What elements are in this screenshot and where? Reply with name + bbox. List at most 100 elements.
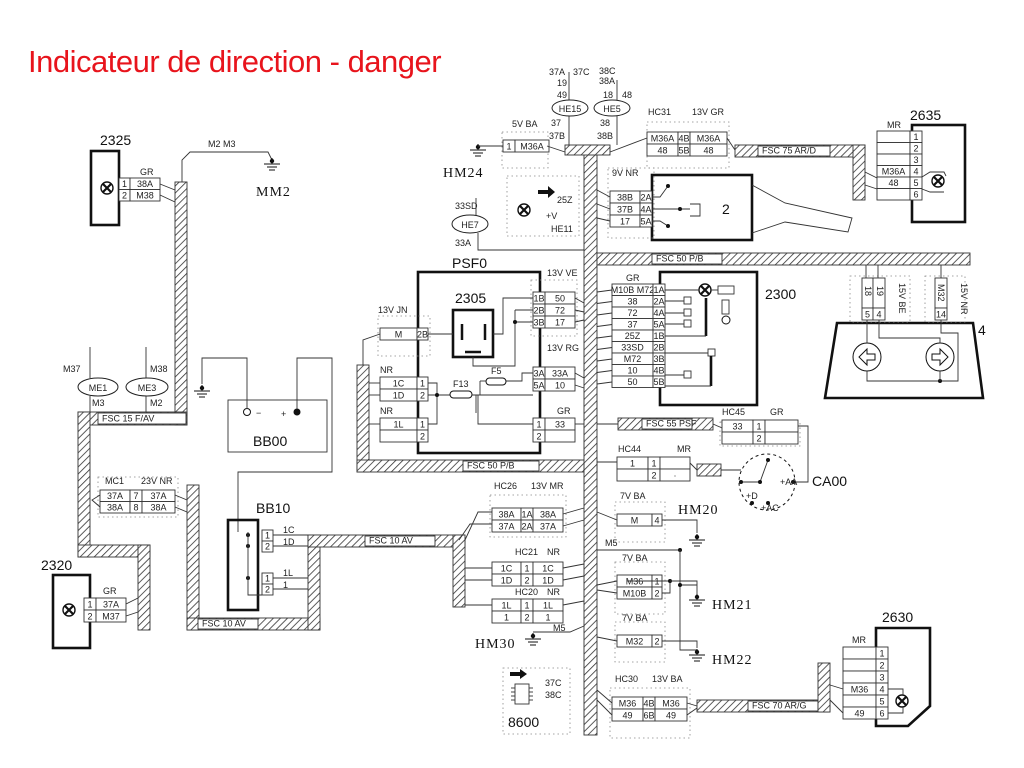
- connector-cell: 50: [627, 377, 637, 387]
- connector-cell: 1: [536, 419, 541, 429]
- connector-cell: 4B: [653, 365, 664, 375]
- connector-cell-frame: [876, 142, 911, 155]
- component-bb10-box: [226, 518, 260, 612]
- connector-color: GR: [770, 407, 784, 417]
- wire: [652, 220, 669, 227]
- wire: [174, 494, 188, 501]
- wire: [159, 194, 176, 203]
- harness-bundle: [852, 144, 866, 201]
- wire-label: 19: [557, 78, 567, 88]
- connector-cell: 25Z: [625, 331, 641, 341]
- splice-ellipse: [125, 377, 169, 397]
- connector-cell: 1L: [543, 600, 553, 610]
- harness-label: FSC 55 PSF: [646, 419, 697, 429]
- wire: [596, 589, 618, 594]
- connector-cell: 1A: [521, 509, 532, 519]
- wire: [562, 600, 585, 606]
- harness-bundle: [174, 181, 188, 426]
- lamp-icon: [895, 694, 909, 708]
- wire: [493, 297, 533, 335]
- harness-label: FSC 75 AR/D: [762, 146, 817, 156]
- connector-cell: 2: [536, 431, 541, 441]
- harness-bundle: [817, 662, 831, 713]
- connector-housing-outline: [614, 561, 666, 615]
- connector-cell: 38A: [498, 509, 514, 519]
- ground-hm21-icon: [689, 594, 705, 607]
- wire-label: 13V JN: [378, 305, 408, 315]
- wire: [574, 309, 585, 313]
- connector-housing-outline: [530, 279, 578, 337]
- wire-label: M5: [553, 623, 566, 633]
- connector-housing-outline: [646, 121, 730, 169]
- connector-cell: 14: [936, 309, 946, 319]
- arrow-icon: [510, 669, 527, 679]
- connector-cell-frame: [261, 583, 274, 596]
- connector-cell: 1: [265, 530, 270, 540]
- wire: [888, 707, 904, 714]
- fuse-f5-icon: [485, 377, 507, 386]
- connector-cell: 4: [879, 684, 884, 694]
- connector-color: GR: [140, 167, 154, 177]
- wire: [458, 523, 492, 541]
- connector-cell: 17: [620, 216, 630, 226]
- wire: [670, 580, 698, 594]
- harness-bundle: [583, 144, 598, 736]
- connector-cell: 1: [524, 600, 529, 610]
- wire-label: 33SD: [455, 201, 478, 211]
- wire-label: 13V MR: [531, 481, 564, 491]
- connector-cell: 3A: [533, 368, 544, 378]
- connector-color: NR: [380, 406, 393, 416]
- harness-label: FSC 10 AV: [369, 536, 413, 546]
- connector-cell: 33SD: [621, 342, 644, 352]
- connector-housing-outline: [849, 275, 911, 323]
- relay-contacts-icon: [460, 324, 487, 354]
- connector-cell: 50: [555, 293, 565, 303]
- connector-cell: 1D: [501, 575, 513, 585]
- wire: [464, 511, 492, 541]
- fuse-f13-label: F13: [453, 379, 469, 389]
- connector-cell: M: [395, 329, 403, 339]
- connector-cell: 1: [420, 378, 425, 388]
- connector-cell: 48: [703, 145, 713, 155]
- connector-cell: 1B: [533, 293, 544, 303]
- wire-label: 13V GR: [692, 107, 725, 117]
- harness-bundle: [186, 484, 200, 631]
- connector-cell: 2: [524, 612, 529, 622]
- battery-negative-terminal: [243, 408, 251, 416]
- wire-label: MC1: [105, 476, 124, 486]
- splice-ellipse: [593, 99, 631, 117]
- wire: [864, 184, 878, 190]
- connector-housing-outline: [607, 167, 655, 239]
- connector-cell: 2: [265, 541, 270, 551]
- ground-hm30-icon: [525, 633, 541, 646]
- wire-label: 18: [603, 90, 613, 100]
- connector-cell: 2B: [417, 329, 428, 339]
- component-2320-label: 2320: [41, 557, 72, 573]
- wire: [878, 320, 941, 343]
- wire: [596, 511, 618, 521]
- wire-label: 38C: [599, 66, 616, 76]
- wire: [237, 357, 333, 532]
- connector-cell: 1D: [393, 390, 405, 400]
- wire-label: 13V RG: [547, 343, 579, 353]
- wire-label: M37: [63, 364, 81, 374]
- battery-bb00-label: BB00: [253, 433, 287, 449]
- ground-mm2-label: MM2: [256, 185, 291, 200]
- splice-label: HE15: [559, 104, 582, 114]
- harness-bundle: [356, 364, 370, 473]
- contact-icon: [707, 348, 716, 357]
- connector-cell: 37A: [498, 521, 514, 531]
- wire: [506, 372, 533, 382]
- wire: [652, 185, 669, 198]
- connector-color: GR: [626, 273, 640, 283]
- splice-label: HE5: [603, 104, 621, 114]
- connector-cell: 1: [913, 132, 918, 142]
- lamp-icon: [100, 181, 114, 195]
- pin-label: +D: [746, 491, 758, 501]
